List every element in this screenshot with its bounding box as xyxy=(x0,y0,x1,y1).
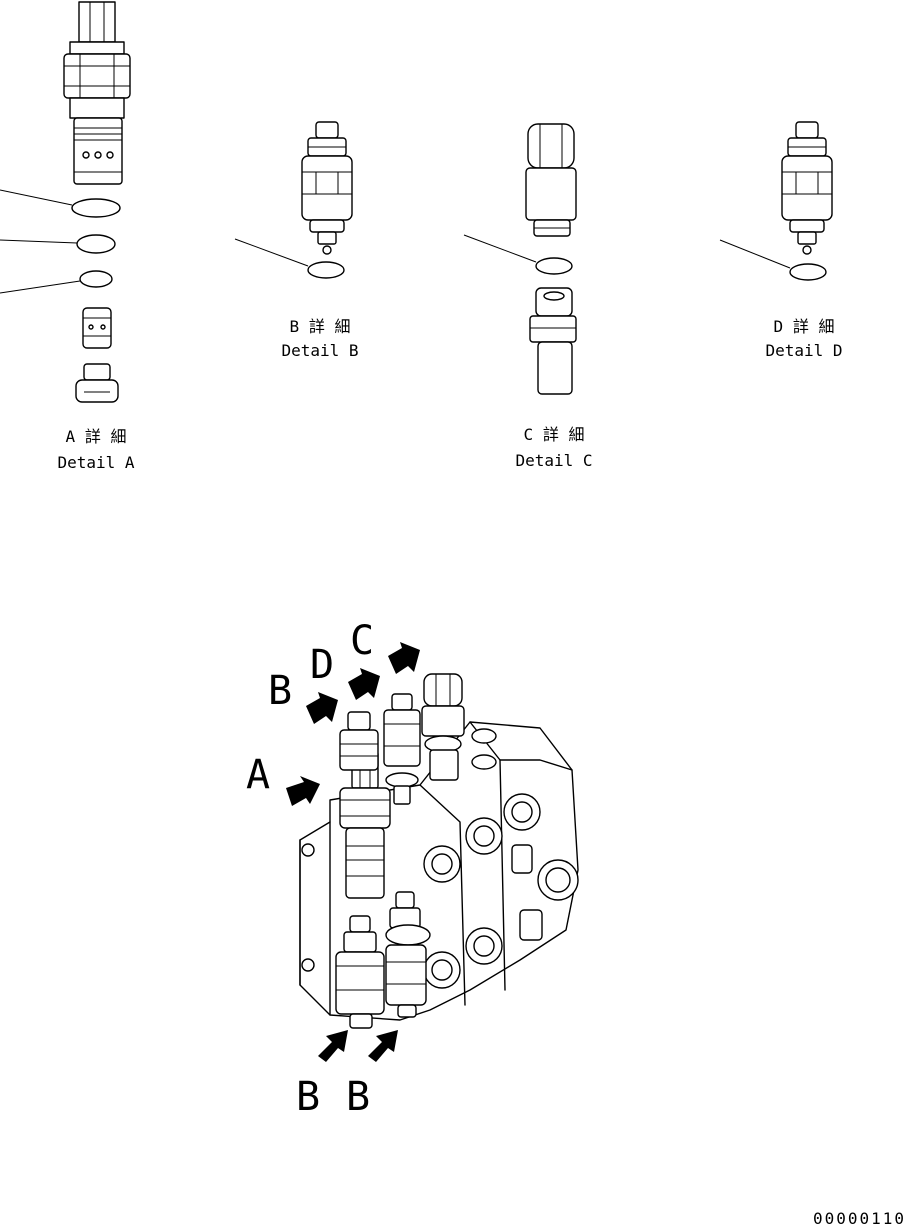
valve-b-lower-right xyxy=(385,891,431,1018)
callout-b-top: B xyxy=(268,668,292,714)
detail-c-label-jp: C 詳 細 xyxy=(524,425,585,444)
valve-b-upper xyxy=(339,711,379,771)
callout-d: D xyxy=(310,642,334,688)
arrow-b-bottom-left-icon xyxy=(318,1030,348,1062)
detail-c-label-en: Detail C xyxy=(515,451,592,470)
valve-a xyxy=(339,751,391,899)
detail-d-label-jp: D 詳 細 xyxy=(774,317,835,336)
arrow-d-icon xyxy=(348,668,380,700)
callout-c: C xyxy=(350,618,374,664)
detail-a-label-en: Detail A xyxy=(57,453,134,472)
arrow-a-icon xyxy=(286,776,320,806)
arrow-b-top-icon xyxy=(306,692,338,724)
detail-a-label-jp: A 詳 細 xyxy=(66,427,127,446)
detail-d-drawing xyxy=(719,121,833,281)
valve-b-lower-left xyxy=(335,915,385,1029)
detail-d-label-en: Detail D xyxy=(765,341,842,360)
detail-a-drawing xyxy=(0,1,131,403)
callout-b-bottom-right: B xyxy=(346,1074,370,1120)
detail-b-label-en: Detail B xyxy=(281,341,358,360)
valve-c xyxy=(421,673,465,781)
drawing-number: 00000110 xyxy=(813,1209,906,1228)
arrow-b-bottom-right-icon xyxy=(368,1030,398,1062)
detail-b-label-jp: B 詳 細 xyxy=(290,317,351,336)
arrow-c-icon xyxy=(388,642,420,674)
detail-c-drawing xyxy=(463,123,577,395)
callout-a: A xyxy=(246,752,270,798)
detail-b-drawing xyxy=(234,121,353,279)
callout-b-bottom-left: B xyxy=(296,1074,320,1120)
valve-d xyxy=(383,693,421,805)
